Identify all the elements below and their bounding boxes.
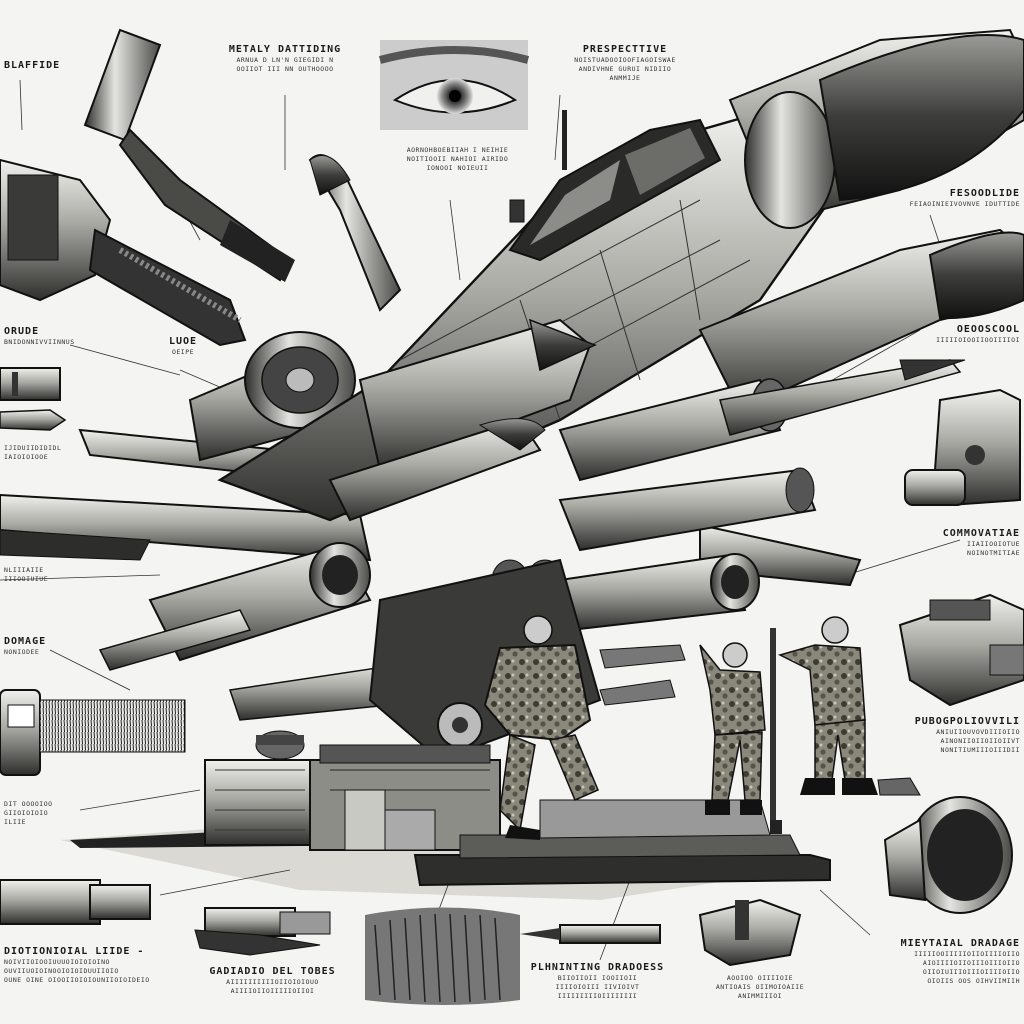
- label-comparative-line: NOINOTMITIAE: [967, 549, 1020, 557]
- label-material-line: OIIOIUIIIOIIIOIIIIOIIO: [922, 968, 1020, 976]
- label-eye-notes-line: IONOOI NOIEUII: [426, 164, 489, 172]
- label-directional-title: DIOTIONIOIAL LIIDE -: [4, 946, 145, 957]
- bracket-sketch: [898, 593, 1024, 707]
- cup-sketch: [883, 796, 1013, 914]
- label-directional: DIOTIONIOIAL LIIDE - NOIVIIOIOOIUUUOIOIO…: [4, 946, 150, 985]
- label-material-line: IIIIIOOIIIIIOIIOIIIIOIIO: [914, 950, 1020, 958]
- label-perspective-line: ANDIVHNE GURUI NIDIIO: [578, 65, 672, 73]
- label-technical: AOOIOO OIIIIOIE ANTIOAIS OIIMOIOAIIE ANI…: [690, 974, 830, 1001]
- label-metal-shading-title: METALY DATTIDING: [228, 44, 342, 55]
- label-technical-line: ANIMMIIIOI: [737, 992, 783, 1000]
- label-line-shape: LUOE OEIPE: [148, 336, 218, 357]
- label-perspective-line: ANMMIJE: [609, 74, 641, 82]
- label-eye-notes-line: AORNOHBOEBIIAH I NEIHIE: [406, 146, 509, 154]
- label-rough-line: BNIDONNIVVIINNUS: [4, 338, 75, 346]
- label-planning-line: IIIIOIOIII IIVIOIVT: [555, 983, 640, 991]
- label-damage-line: NONIODEE: [4, 648, 40, 656]
- label-side-left-line: NLIIIAIIE: [4, 566, 44, 574]
- label-metal-shading: METALY DATTIDING ARNUA D LN'N GIEGIDI N …: [205, 44, 365, 74]
- label-perspective-line: NOISTUADOOIOOFIAGOISWAE: [574, 56, 676, 64]
- soldier-right: [777, 616, 921, 796]
- label-material-line: OIOIIS OOS OIHVIIMIIH: [927, 977, 1020, 985]
- label-bottom-left-side-line: ILIIE: [4, 818, 27, 826]
- label-damage-title: DOMAGE: [4, 636, 47, 647]
- label-bottom-left-side-line: GIIOIOIOIO: [4, 809, 49, 817]
- clamp-sketch: [904, 388, 1021, 507]
- label-eye-notes-line: NOITIOOII NAHIOI AIRIDO: [406, 155, 509, 163]
- label-perspective: PRESPECTTIVE NOISTUADOOIOOFIAGOISWAE AND…: [545, 44, 705, 83]
- pipe-sketch: [0, 879, 151, 925]
- rod-sketch: [520, 924, 661, 944]
- label-metal-shading-line: ARNUA D LN'N GIEGIDI N: [236, 56, 334, 64]
- label-eye-notes: AORNOHBOEBIIAH I NEIHIE NOITIOOII NAHIOI…: [375, 146, 540, 173]
- label-directional-line: OUVIIUOIOINOOIOIOIDUUIIOIO: [4, 967, 119, 975]
- label-gradient-line: AIIIIOIIOIIIIIOIIOI: [230, 987, 315, 995]
- cartridges-left: [0, 367, 67, 431]
- label-metal-shading-line: OOIIOT III NN OUTHOOOO: [236, 65, 334, 73]
- label-planning-line: IIIIIIIIIOIIIIIIII: [557, 992, 638, 1000]
- label-cross-line: IIIIIOIOOIIOOIIIIOI: [936, 336, 1020, 344]
- label-perspective-title: PRESPECTTIVE: [582, 44, 668, 55]
- brush-sketch: [0, 689, 186, 776]
- label-gradient: GADIADIO DEL TOBES AIIIIIIIIIIOIIOIOIOUO…: [195, 966, 350, 996]
- label-top-left: BLAFFIDE: [4, 60, 60, 72]
- label-technical-line: ANTIOAIS OIIMOIOAIIE: [715, 983, 805, 991]
- label-rough-title: ORUDE: [4, 326, 40, 337]
- label-material: MIEYTAIAL DRADAGE IIIIIOOIIIIIOIIOIIIIOI…: [850, 938, 1020, 986]
- label-comparative-title: COMMOVATIAE: [942, 528, 1020, 539]
- label-proportion-title: PUBOGPOLIOVVILI: [914, 716, 1020, 727]
- label-line-shape-line: OEIPE: [171, 348, 195, 356]
- label-gradient-title: GADIADIO DEL TOBES: [209, 966, 336, 977]
- label-rough-notes: IJIDUIIDIDIDL IAIOIOIOOE: [4, 444, 61, 462]
- label-damage: DOMAGE NONIODEE: [4, 636, 46, 657]
- soldier-left: [483, 615, 599, 840]
- label-technical-line: AOOIOO OIIIIOIE: [726, 974, 794, 982]
- label-bottom-left-side: DIT OOOOIOO GIIOIOIOIO ILIIE: [4, 800, 53, 827]
- eye-sketch: [378, 40, 530, 130]
- label-proportion-line: AINONIIOIIOIIOIIVT: [940, 737, 1020, 745]
- coupler-sketch: [698, 898, 802, 967]
- label-directional-line: NOIVIIOIOOIUUUOIOIOIOINO: [4, 958, 110, 966]
- label-top-left-title: BLAFFIDE: [4, 60, 61, 71]
- knife-sketch: [194, 907, 331, 956]
- label-side-left: NLIIIAIIE IIIOOIUIUE: [4, 566, 48, 584]
- fur-texture: [365, 907, 520, 1005]
- label-cross: OEOOSCOOL IIIIIOIOOIIOOIIIIOI: [890, 324, 1020, 345]
- label-planning: PLHNINTING DRADOESS BIIOIIOII IOOIIOII I…: [515, 962, 680, 1001]
- label-rough-notes-line: IJIDUIIDIDIDL: [4, 444, 62, 452]
- label-directional-line: OUNE OINE OIOOIIOIOIOUNIIOIOIDEIO: [4, 976, 150, 984]
- label-planning-title: PLHNINTING DRADOESS: [530, 962, 665, 973]
- label-side-left-line: IIIOOIUIUE: [4, 575, 49, 583]
- label-material-line: AIOIIIIOIIOIIIOIIIOIIO: [922, 959, 1020, 967]
- label-line-shape-title: LUOE: [168, 336, 198, 347]
- hand-tool-sketch: [0, 158, 247, 347]
- label-foreshortening-title: FESOODLIDE: [949, 188, 1020, 199]
- label-foreshortening-line: FEIAOINIEIVOVNVE IDUTTIDE: [909, 200, 1020, 208]
- bullet-sketch: [308, 154, 402, 312]
- label-cross-title: OEOOSCOOL: [956, 324, 1020, 335]
- label-proportion-line: NONITIUMIIIOIIIDII: [940, 746, 1020, 754]
- label-comparative-line: IIAIIOOIOTUE: [967, 540, 1020, 548]
- label-rough-notes-line: IAIOIOIOOE: [4, 453, 49, 461]
- label-comparative: COMMOVATIAE IIAIIOOIOTUE NOINOTMITIAE: [900, 528, 1020, 558]
- label-rough: ORUDE BNIDONNIVVIINNUS: [4, 326, 75, 347]
- label-bottom-left-side-line: DIT OOOOIOO: [4, 800, 53, 808]
- label-proportion: PUBOGPOLIOVVILI ANIUIIOUVOVDIIIOIIO AINO…: [880, 716, 1020, 755]
- label-foreshortening: FESOODLIDE FEIAOINIEIVOVNVE IDUTTIDE: [870, 188, 1020, 209]
- label-material-title: MIEYTAIAL DRADAGE: [900, 938, 1020, 949]
- label-planning-line: BIIOIIOII IOOIIOII: [557, 974, 638, 982]
- razor-sketch: [83, 28, 295, 282]
- label-gradient-line: AIIIIIIIIIIOIIOIOIOUO: [226, 978, 319, 986]
- label-proportion-line: ANIUIIOUVOVDIIIOIIO: [936, 728, 1020, 736]
- soldier-middle: [699, 642, 766, 815]
